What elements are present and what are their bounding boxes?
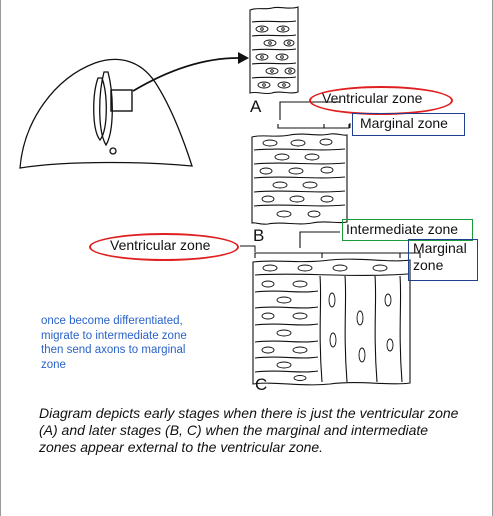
embryo-outline	[19, 58, 193, 169]
migration-note: once become differentiated, migrate to i…	[41, 315, 187, 371]
sample-arrow	[132, 57, 239, 92]
marginal-zone-c-highlight	[408, 239, 478, 281]
ventricular-zone-a-highlight	[309, 86, 453, 115]
intermediate-zone-highlight	[342, 219, 473, 241]
left-border	[0, 0, 1, 516]
sample-region-box	[110, 89, 133, 112]
marginal-zone-a-highlight	[352, 113, 465, 136]
stage-label-c: C	[255, 375, 268, 394]
stage-label-b: B	[253, 226, 265, 245]
ventricular-zone-c-label: Ventricular zone	[110, 237, 211, 253]
ventricular-zone-c-highlight	[89, 233, 239, 261]
marginal-zone-c-label: Marginal zone	[413, 240, 467, 273]
figure-caption: Diagram depicts early stages when there …	[39, 405, 459, 455]
stage-label-a: A	[250, 97, 262, 116]
tissue-stage-b	[251, 133, 348, 225]
intermediate-zone-label: Intermediate zone	[346, 221, 459, 237]
ventricular-zone-a-label: Ventricular zone	[322, 90, 423, 106]
marginal-zone-a-label: Marginal zone	[360, 115, 448, 131]
neural-tube-slit	[93, 77, 107, 142]
tissue-stage-c	[252, 258, 411, 386]
tissue-stage-a	[249, 6, 299, 95]
embryo-eye	[109, 147, 117, 155]
